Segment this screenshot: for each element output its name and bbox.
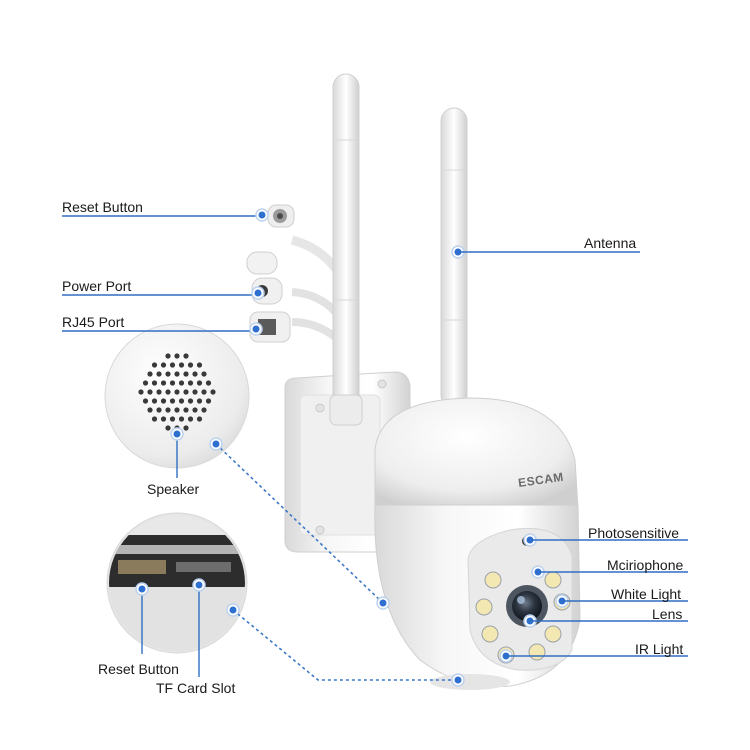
speaker-hole (174, 407, 180, 413)
speaker-hole (196, 398, 203, 404)
speaker-grille (138, 353, 216, 431)
mount-screw (315, 403, 325, 413)
speaker-hole (156, 389, 162, 395)
speaker-hole (160, 416, 167, 422)
tf-card-inset (106, 512, 248, 654)
speaker-hole (187, 398, 194, 404)
speaker-hole (160, 362, 167, 368)
callout-reset-top: Reset Button (62, 199, 269, 222)
label-antenna: Antenna (584, 235, 636, 251)
speaker-hole (192, 389, 198, 395)
speaker-hole (165, 371, 171, 377)
callout-tf-dashed (226, 603, 465, 687)
callout-lens: Lens (523, 606, 688, 628)
speaker-hole (165, 389, 171, 395)
speaker-hole (147, 407, 153, 413)
label-power-port: Power Port (62, 278, 131, 294)
callout-rj45-port: RJ45 Port (62, 314, 263, 336)
speaker-hole (142, 380, 149, 386)
speaker-hole (178, 380, 185, 386)
speaker-hole (196, 362, 203, 368)
speaker-hole (169, 380, 176, 386)
speaker-hole (174, 371, 180, 377)
speaker-hole (165, 407, 171, 413)
speaker-hole (151, 416, 158, 422)
speaker-hole (205, 398, 212, 404)
label-tf-card-slot: TF Card Slot (156, 680, 235, 696)
speaker-hole (187, 362, 194, 368)
speaker-hole (187, 380, 194, 386)
callout-photosensitive: Photosensitive (523, 525, 688, 547)
callout-power-port: Power Port (62, 278, 265, 300)
speaker-hole (183, 371, 189, 377)
callout-ir-light: IR Light (499, 641, 688, 663)
callout-antenna: Antenna (451, 235, 640, 259)
label-speaker: Speaker (147, 481, 199, 497)
speaker-hole (196, 416, 203, 422)
label-photosensitive: Photosensitive (588, 525, 679, 541)
speaker-hole (174, 353, 180, 359)
speaker-hole (174, 389, 180, 395)
label-reset-button-bottom: Reset Button (98, 661, 179, 677)
speaker-hole (147, 371, 153, 377)
callout-tf-card-slot: TF Card Slot (156, 578, 235, 696)
camera-base (430, 674, 510, 690)
speaker-hole (178, 398, 185, 404)
speaker-hole (138, 389, 144, 395)
callout-speaker: Speaker (147, 427, 390, 610)
speaker-hole (160, 398, 167, 404)
camera-dome (374, 397, 579, 509)
callout-microphone: Mciriophone (531, 557, 688, 579)
speaker-hole (151, 362, 158, 368)
callout-white-light: White Light (555, 586, 688, 608)
speaker-hole (183, 425, 189, 431)
speaker-hole (192, 407, 198, 413)
antenna-left (329, 73, 363, 426)
speaker-hole (165, 425, 171, 431)
speaker-hole (169, 398, 176, 404)
speaker-hole (196, 380, 203, 386)
label-lens: Lens (652, 606, 682, 622)
speaker-hole (183, 353, 189, 359)
speaker-hole (205, 380, 212, 386)
label-microphone: Mciriophone (607, 557, 683, 573)
mount-screw (377, 379, 387, 389)
speaker-hole (169, 362, 176, 368)
antenna-right (440, 107, 468, 409)
speaker-hole (160, 380, 167, 386)
speaker-hole (183, 407, 189, 413)
brand-logo: ESCAM (517, 470, 564, 490)
label-rj45-port: RJ45 Port (62, 314, 124, 330)
reset-button-connector (267, 204, 295, 228)
speaker-hole (210, 389, 216, 395)
speaker-hole (151, 380, 158, 386)
speaker-hole (178, 416, 185, 422)
speaker-hole (183, 389, 189, 395)
speaker-hole (178, 362, 185, 368)
label-reset-button: Reset Button (62, 199, 143, 215)
speaker-hole (192, 371, 198, 377)
speaker-hole (187, 416, 194, 422)
mount-screw (315, 525, 325, 535)
rj45-port-connector (249, 311, 291, 343)
speaker-hole (169, 416, 176, 422)
speaker-hole (156, 371, 162, 377)
label-white-light: White Light (611, 586, 681, 602)
speaker-hole (142, 398, 149, 404)
speaker-hole (147, 389, 153, 395)
speaker-hole (201, 389, 207, 395)
speaker-hole (201, 407, 207, 413)
speaker-hole (201, 371, 207, 377)
speaker-hole (156, 407, 162, 413)
label-ir-light: IR Light (635, 641, 683, 657)
speaker-hole (165, 353, 171, 359)
camera: ESCAM (246, 73, 581, 690)
speaker-hole (151, 398, 158, 404)
callout-reset-bottom: Reset Button (98, 582, 179, 677)
lens-glare (517, 596, 525, 604)
